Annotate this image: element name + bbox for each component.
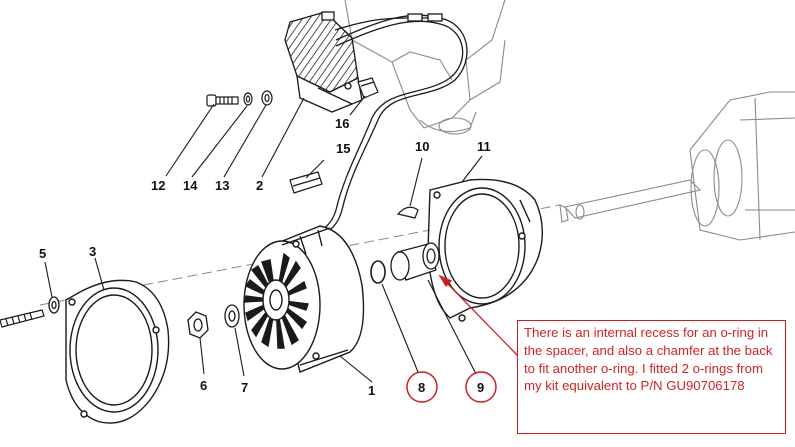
part-rear-cover-11	[427, 178, 543, 322]
annotation-arrow	[438, 274, 519, 357]
callout-3: 3	[89, 244, 96, 259]
callout-13: 13	[215, 178, 229, 193]
part-regulator-2	[284, 11, 363, 113]
callout-11: 11	[477, 139, 491, 154]
part-grommet-15	[289, 171, 323, 194]
part-spacer-9	[390, 242, 440, 281]
callout-1: 1	[368, 383, 375, 398]
part-connector-16	[357, 77, 379, 99]
callout-14: 14	[183, 178, 198, 193]
part-woodruff-key-10	[396, 206, 419, 219]
callout-12: 12	[151, 178, 165, 193]
callout-2: 2	[256, 178, 263, 193]
part-stator-1	[243, 225, 365, 373]
annotation-text: There is an internal recess for an o-rin…	[524, 325, 773, 394]
circle-highlight-9	[465, 371, 497, 403]
part-washer-7	[224, 304, 240, 328]
callout-7: 7	[241, 380, 248, 395]
engine-housing-phantom	[344, 0, 506, 135]
part-bolt-12	[206, 94, 239, 107]
highlight-circles	[406, 371, 497, 403]
part-washer-14	[243, 92, 253, 106]
crankshaft-phantom	[559, 91, 795, 241]
callout-16: 16	[335, 116, 349, 131]
callout-9: 9	[477, 380, 484, 395]
leader-lines	[44, 95, 483, 383]
callout-10: 10	[415, 139, 429, 154]
part-washer-5	[48, 296, 60, 314]
part-front-cover-3	[65, 279, 170, 424]
annotation-box: There is an internal recess for an o-rin…	[517, 320, 786, 434]
circle-highlight-8	[406, 371, 438, 403]
part-o-ring-8	[370, 260, 386, 284]
callout-labels: 1 2 3 5 6 7 8 9 10 11 12 13 14 15 16	[39, 116, 491, 398]
callout-15: 15	[336, 141, 350, 156]
part-stud	[0, 309, 45, 328]
part-washer-13	[261, 90, 273, 106]
wiring-harness	[309, 13, 468, 239]
callout-5: 5	[39, 246, 46, 261]
part-nut-6	[187, 311, 209, 339]
callout-6: 6	[200, 378, 207, 393]
callout-8: 8	[418, 380, 425, 395]
